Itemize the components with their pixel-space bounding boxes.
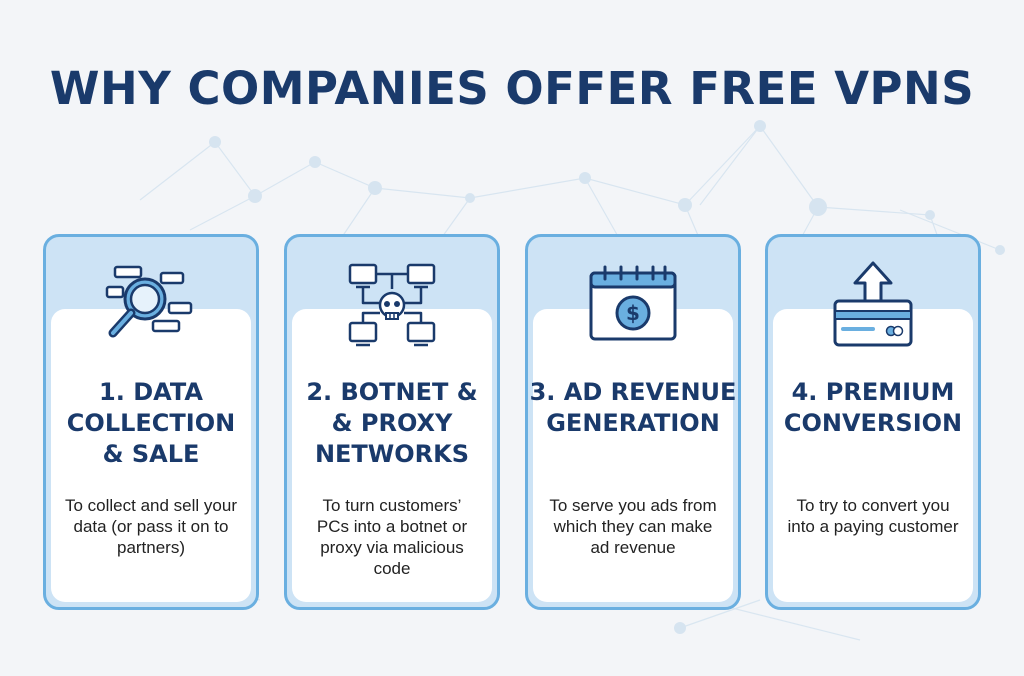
card-ad-revenue: $ 3. AD REVENUE GENERATION To serve you … (525, 234, 741, 610)
credit-card-upgrade-icon (833, 261, 913, 347)
card-body (292, 309, 492, 602)
card-body (51, 309, 251, 602)
svg-text:$: $ (626, 301, 640, 325)
card-description: To serve you ads from which they can mak… (549, 496, 717, 557)
card-description: To try to convert you into a paying cust… (787, 496, 959, 536)
botnet-skull-icon (348, 263, 436, 347)
reasons-cards: 1. DATA COLLECTION & SALE To collect and… (43, 234, 981, 610)
card-description: To collect and sell your data (or pass i… (65, 496, 237, 557)
card-title: 1. DATA COLLECTION & SALE (66, 378, 236, 468)
card-description: To turn customers’ PCs into a botnet or … (316, 496, 468, 578)
card-title: 4. PREMIUM CONVERSION (783, 378, 963, 437)
calendar-dollar-icon: $ (589, 265, 677, 341)
page-title: WHY COMPANIES OFFER FREE VPNS (49, 62, 975, 115)
card-premium-conversion: 4. PREMIUM CONVERSION To try to convert … (765, 234, 981, 610)
card-body (773, 309, 973, 602)
card-body (533, 309, 733, 602)
card-title: 3. AD REVENUE GENERATION (529, 378, 737, 437)
card-title: 2. BOTNET & & PROXY NETWORKS (306, 378, 478, 468)
card-data-collection: 1. DATA COLLECTION & SALE To collect and… (43, 234, 259, 610)
card-botnet-proxy: 2. BOTNET & & PROXY NETWORKS To turn cus… (284, 234, 500, 610)
magnifier-data-icon (105, 265, 193, 338)
